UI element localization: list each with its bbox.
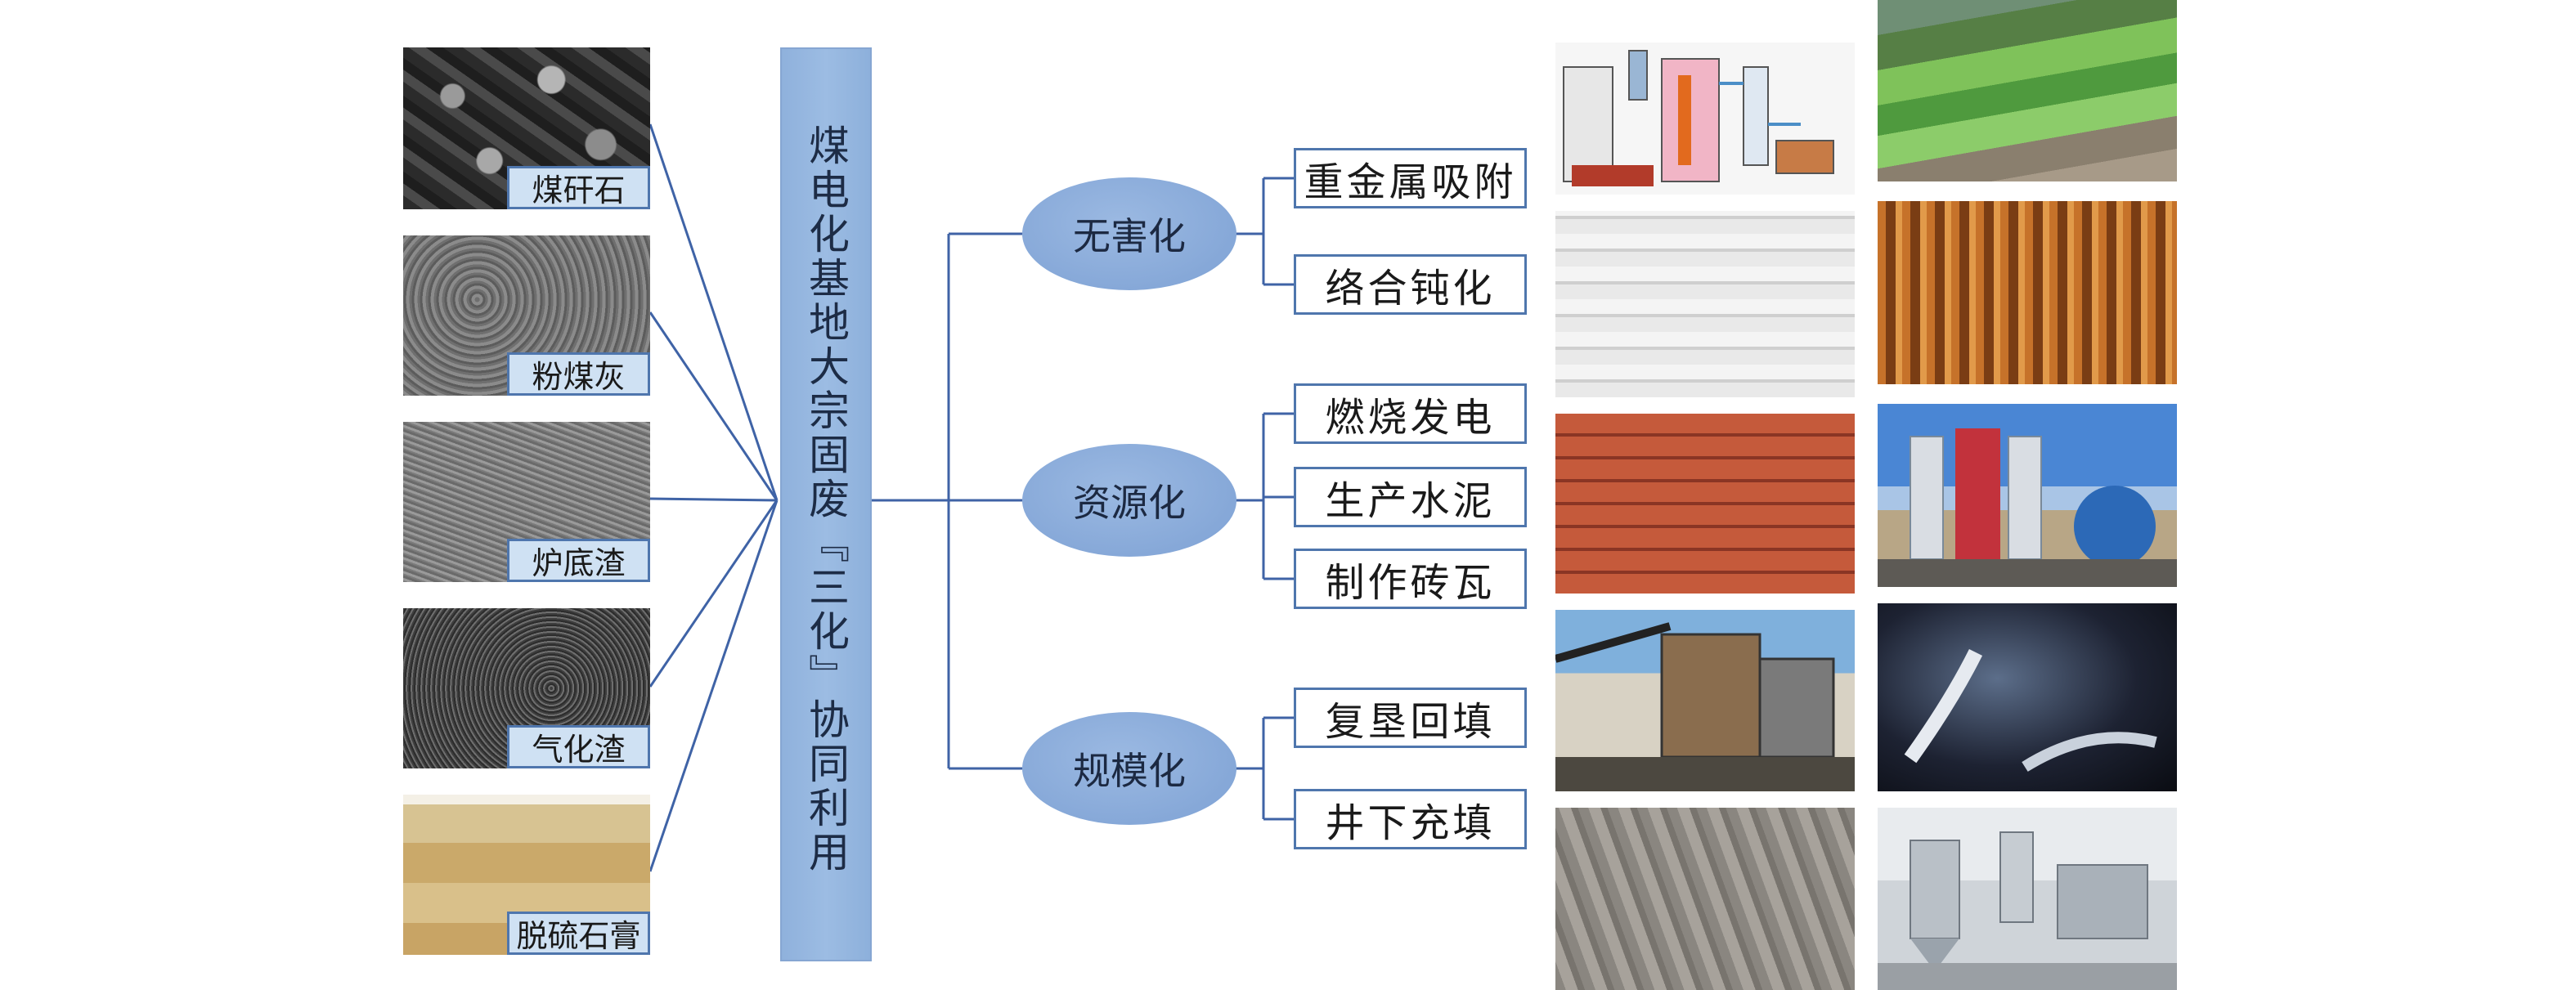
center-title-bar: 煤电化基地大宗固废『三化』协同利用	[780, 47, 872, 961]
connector-material-5	[648, 499, 779, 872]
industrial-equipment-photo	[1878, 808, 2177, 990]
material-label-2: 粉煤灰	[507, 352, 650, 396]
cement-plant-drawing	[1878, 428, 2177, 587]
bricks-photo	[1555, 414, 1855, 594]
item-brick-making: 制作砖瓦	[1294, 549, 1527, 609]
cement-bags-photo	[1555, 211, 1855, 397]
connector-material-4	[648, 499, 779, 688]
item-complexation-passivation: 络合钝化	[1294, 254, 1527, 315]
industrial-equipment-drawing	[1878, 831, 2177, 990]
item-underground-filling: 井下充填	[1294, 789, 1527, 849]
category-guimohua: 规模化	[1022, 712, 1236, 825]
category-ziyuanhua: 资源化	[1022, 444, 1236, 557]
connector-material-1	[648, 123, 779, 501]
item-heavy-metal-adsorption: 重金属吸附	[1294, 148, 1527, 208]
tilled-land-photo	[1555, 808, 1855, 990]
underground-filling-photo	[1878, 603, 2177, 791]
connector-material-3	[649, 497, 778, 502]
power-plant-schematic-photo	[1555, 43, 1855, 195]
crushing-plant-drawing	[1555, 622, 1855, 791]
material-label-5: 脱硫石膏	[507, 912, 650, 955]
cement-plant-photo	[1878, 404, 2177, 587]
item-reclamation-backfill: 复垦回填	[1294, 688, 1527, 748]
material-label-3: 炉底渣	[507, 539, 650, 582]
category-wuhaihua: 无害化	[1022, 177, 1236, 290]
connector-material-2	[648, 311, 779, 501]
material-label-1: 煤矸石	[507, 166, 650, 209]
item-power-generation: 燃烧发电	[1294, 383, 1527, 444]
crushing-plant-photo	[1555, 610, 1855, 791]
center-title: 煤电化基地大宗固废『三化』协同利用	[802, 124, 850, 875]
mine-tunnel-photo	[1878, 201, 2177, 384]
material-label-4: 气化渣	[507, 725, 650, 768]
power-plant-schematic-drawing	[1563, 50, 1834, 186]
item-cement-production: 生产水泥	[1294, 467, 1527, 527]
underground-filling-drawing	[1904, 648, 2157, 772]
reclaimed-terraces-photo	[1878, 0, 2177, 181]
